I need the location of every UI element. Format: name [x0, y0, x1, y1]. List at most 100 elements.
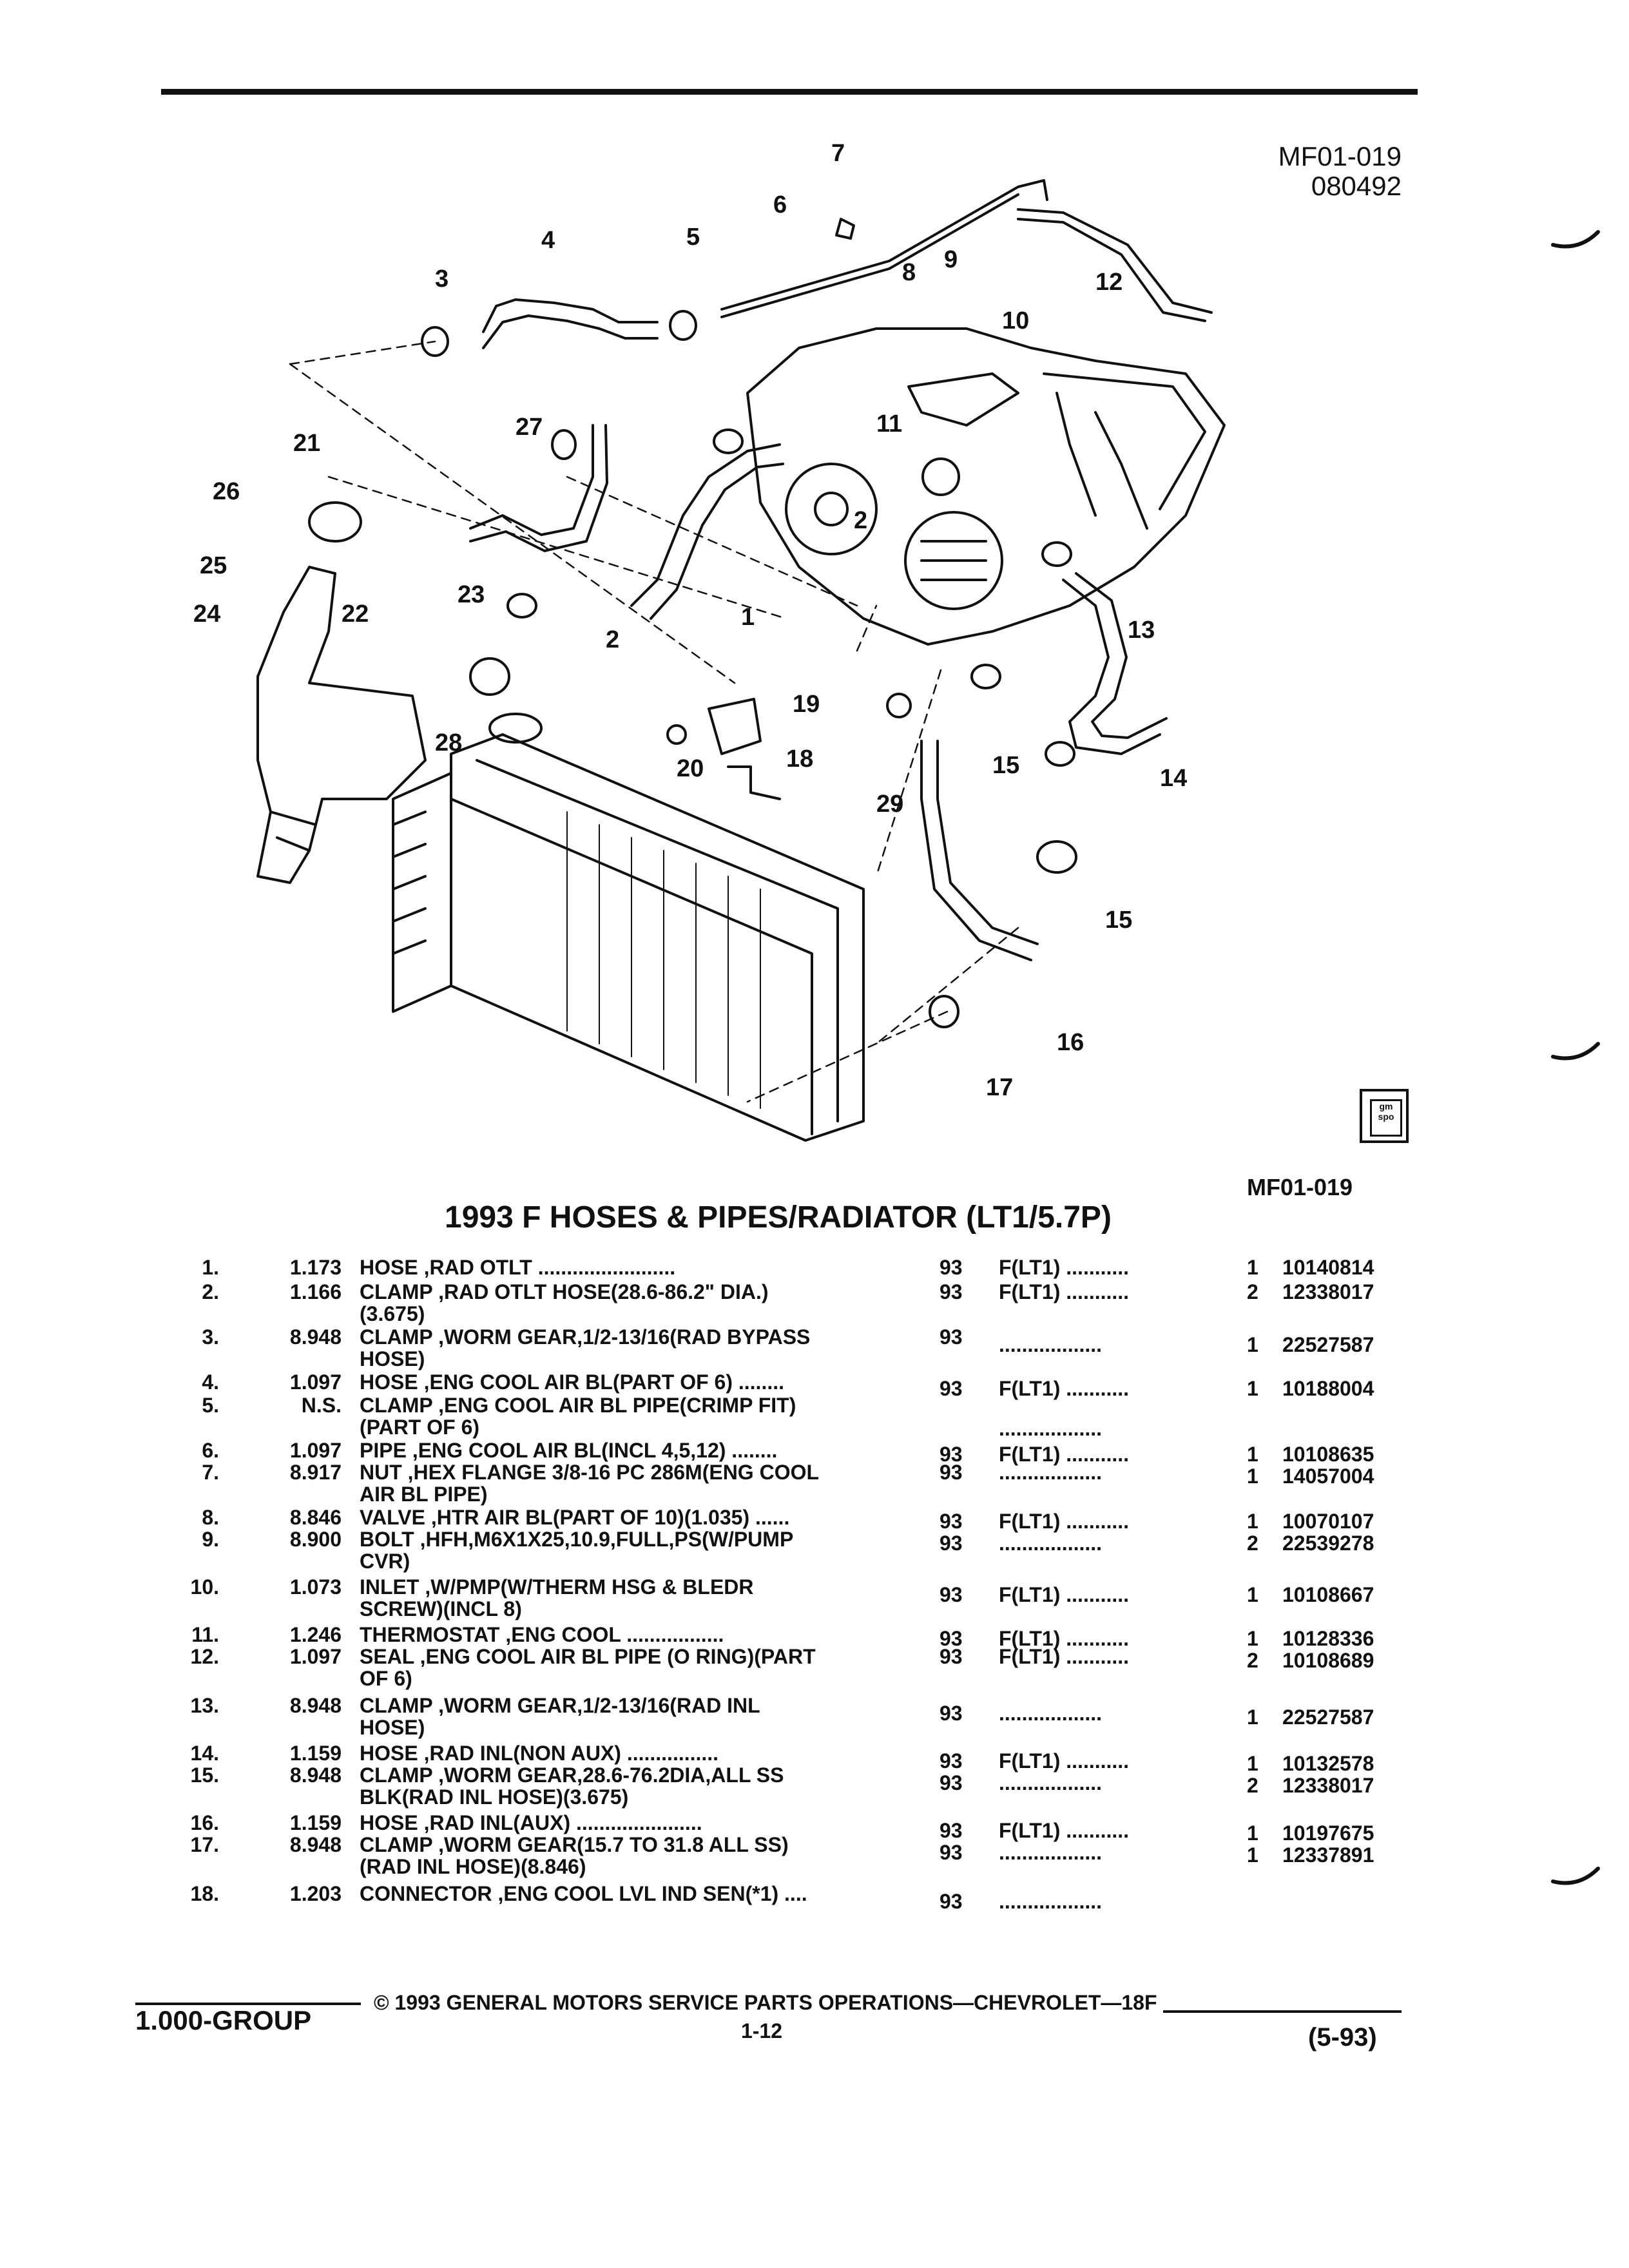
desc-line: HOSE) [360, 1716, 425, 1739]
quantity: 1 [1247, 1843, 1258, 1867]
part-description: HOSE ,RAD INL(NON AUX) ................ [360, 1742, 894, 1764]
callout-label: 29 [876, 791, 903, 818]
item-number: 3. [202, 1325, 219, 1349]
desc-line: CLAMP ,WORM GEAR,1/2-13/16(RAD INL [360, 1694, 760, 1717]
callout-label: 22 [342, 601, 369, 628]
hose-4 [482, 298, 659, 333]
group-code: 1.097 [289, 1645, 342, 1668]
gm-spo-logo-text: gm spo [1370, 1099, 1402, 1137]
model-year: 93 [940, 1645, 963, 1668]
desc-line: CLAMP ,RAD OTLT HOSE(28.6-86.2" DIA.) [360, 1280, 769, 1303]
gm-spo-logo: gm spo [1360, 1089, 1409, 1143]
item-number: 2. [202, 1280, 219, 1303]
model-code: F(LT1) ........... [999, 1256, 1130, 1279]
model-code: .................. [999, 1417, 1103, 1440]
model-year: 93 [940, 1627, 963, 1650]
footer-rule-left [135, 2003, 361, 2005]
model-year: 93 [940, 1583, 963, 1606]
part-description: HOSE ,RAD INL(AUX) .....................… [360, 1812, 894, 1834]
callout-label: 15 [1105, 907, 1132, 934]
callout-label: 12 [1095, 269, 1123, 296]
part-number: 10188004 [1282, 1377, 1374, 1400]
desc-line: HOSE ,RAD INL(AUX) .....................… [360, 1811, 702, 1834]
quantity: 2 [1247, 1774, 1258, 1797]
model-code: .................. [999, 1333, 1103, 1356]
model-year: 93 [940, 1256, 963, 1279]
item-number: 16. [190, 1811, 219, 1834]
quantity: 2 [1247, 1649, 1258, 1672]
callout-label: 8 [902, 259, 916, 286]
desc-line: INLET ,W/PMP(W/THERM HSG & BLEDR [360, 1575, 754, 1599]
callout-label: 23 [458, 581, 485, 608]
callout-label: 14 [1160, 765, 1187, 792]
air-bleed-pipe [720, 179, 1048, 311]
quantity: 1 [1247, 1752, 1258, 1775]
model-code: .................. [999, 1890, 1103, 1913]
callout-label: 24 [193, 601, 220, 628]
radiator-outlet-hose [630, 443, 781, 607]
model-code: .................. [999, 1841, 1103, 1864]
callout-label: 11 [876, 410, 902, 437]
revision-date: (5-93) [1308, 2023, 1377, 2052]
model-code: F(LT1) ........... [999, 1819, 1130, 1842]
group-code: 8.948 [289, 1833, 342, 1856]
callout-label: 6 [773, 191, 787, 218]
group-code: 1.246 [289, 1623, 342, 1646]
item-number: 14. [190, 1742, 219, 1765]
model-code: F(LT1) ........... [999, 1510, 1130, 1533]
model-year: 93 [940, 1532, 963, 1555]
desc-line: AIR BL PIPE) [360, 1483, 488, 1506]
callout-label: 21 [293, 430, 320, 457]
model-year: 93 [940, 1510, 963, 1533]
item-number: 13. [190, 1694, 219, 1717]
quantity: 1 [1247, 1510, 1258, 1533]
part-number: 22527587 [1282, 1706, 1374, 1729]
desc-line: SEAL ,ENG COOL AIR BL PIPE (O RING)(PART [360, 1645, 816, 1668]
desc-line: HOSE ,ENG COOL AIR BL(PART OF 6) .......… [360, 1370, 784, 1394]
callout-label: 9 [944, 246, 958, 273]
part-number: 10108667 [1282, 1583, 1374, 1606]
model-year: 93 [940, 1771, 963, 1794]
group-code: 8.846 [289, 1506, 342, 1529]
callout-label: 13 [1128, 617, 1155, 644]
callout-label: 25 [200, 552, 227, 579]
callout-label: 3 [435, 265, 448, 293]
coolant-reservoir [256, 566, 427, 884]
item-number: 11. [191, 1623, 219, 1646]
radiator [450, 733, 865, 1142]
part-description: CLAMP ,ENG COOL AIR BL PIPE(CRIMP FIT)(P… [360, 1394, 894, 1438]
group-code: 1.159 [289, 1811, 342, 1834]
figure-code-header: MF01-019 080492 [1244, 142, 1402, 201]
item-number: 4. [202, 1370, 219, 1394]
model-code: F(LT1) ........... [999, 1627, 1130, 1650]
desc-line: OF 6) [360, 1667, 412, 1690]
part-number: 10128336 [1282, 1627, 1374, 1650]
group-code: N.S. [301, 1394, 342, 1417]
item-number: 12. [190, 1645, 219, 1668]
part-number: 22539278 [1282, 1532, 1374, 1555]
part-description: CLAMP ,WORM GEAR(15.7 TO 31.8 ALL SS)(RA… [360, 1834, 894, 1878]
part-number: 12337891 [1282, 1843, 1374, 1867]
figure-date: 080492 [1311, 171, 1402, 201]
item-number: 17. [190, 1833, 219, 1856]
callout-label: 7 [831, 140, 845, 167]
callout-label: 19 [793, 691, 820, 718]
part-number: 12338017 [1282, 1280, 1374, 1303]
callout-label: 26 [213, 478, 240, 505]
top-rule [161, 89, 1418, 95]
model-year: 93 [940, 1890, 963, 1913]
model-year: 93 [940, 1819, 963, 1842]
quantity: 1 [1247, 1627, 1258, 1650]
quantity: 1 [1247, 1583, 1258, 1606]
model-year: 93 [940, 1461, 963, 1484]
part-number: 22527587 [1282, 1333, 1374, 1356]
quantity: 1 [1247, 1465, 1258, 1488]
footer-rule-right [1163, 2010, 1402, 2013]
part-description: PIPE ,ENG COOL AIR BL(INCL 4,5,12) .....… [360, 1439, 894, 1461]
callout-labels: 1 2 2 3 4 5 6 7 8 9 10 11 12 13 14 15 15… [193, 140, 1187, 1101]
callout-label: 5 [686, 224, 700, 251]
callout-label: 2 [606, 626, 619, 653]
